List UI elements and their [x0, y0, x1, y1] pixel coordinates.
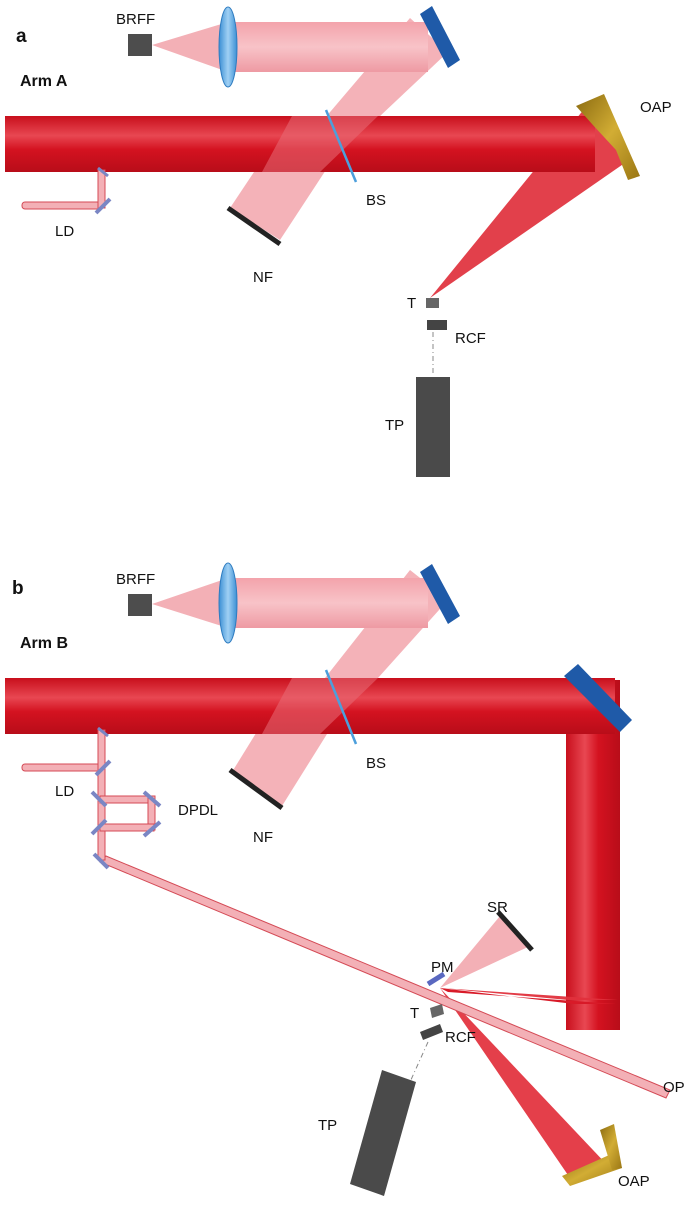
- dpdl-mirror-3: [142, 820, 162, 838]
- beam-splitter-a: [324, 109, 358, 183]
- brff-block-a: [128, 34, 152, 56]
- brff-block-b: [128, 594, 152, 616]
- panel-a-letter: a: [16, 26, 27, 47]
- ld-mirror-top-b: [97, 726, 109, 738]
- label-sr: SR: [487, 899, 508, 916]
- beam-splitter-b: [324, 669, 358, 745]
- label-bs-b: BS: [366, 755, 386, 772]
- label-bs-a: BS: [366, 192, 386, 209]
- collimated-beam-a: [228, 22, 428, 72]
- beam-overlap-a: [262, 116, 378, 172]
- label-brff-b: BRFF: [116, 571, 155, 588]
- ld-mirror-lower-a: [94, 197, 112, 215]
- label-nf-b: NF: [253, 829, 273, 846]
- dpdl-beam-bottom: [99, 823, 155, 832]
- ld-mirror-b: [94, 759, 112, 777]
- thomson-parabola-a: [416, 377, 450, 477]
- ld-beam-horizontal-a: [21, 201, 103, 210]
- focus-cone-brff-a: [152, 22, 228, 72]
- pm-cone-sr: [440, 916, 530, 988]
- rcf-b: [420, 1024, 443, 1040]
- panel-a-arm-label: Arm A: [20, 73, 68, 90]
- ld-mirror-upper-a: [97, 166, 109, 178]
- focused-beam-b: [440, 988, 610, 1178]
- beam-overlap-b: [262, 678, 378, 734]
- target-b: [430, 1004, 444, 1018]
- steering-mirror-a: [420, 6, 460, 68]
- focused-beam-b-cap: [440, 988, 618, 1000]
- panel-a: a Arm A BRFF BS NF OAP: [5, 6, 672, 477]
- notch-filter-b: [228, 767, 284, 811]
- label-t-a: T: [407, 295, 416, 312]
- lens-icon: [218, 6, 238, 88]
- steering-mirror-b-top: [420, 564, 460, 624]
- label-tp-b: TP: [318, 1117, 337, 1134]
- ld-beam-horizontal-b: [21, 763, 103, 772]
- oap-mirror-a: [576, 94, 640, 180]
- collimated-beam-b: [228, 578, 428, 628]
- target-a: [426, 298, 439, 308]
- label-oap-b: OAP: [618, 1173, 650, 1190]
- notch-filter-a: [226, 205, 282, 247]
- plasma-mirror-pm: [426, 971, 446, 987]
- main-beam-vertical-b: [566, 680, 620, 1030]
- label-op: OP: [663, 1079, 685, 1096]
- axis-line-b: [409, 1041, 429, 1083]
- label-pm: PM: [431, 959, 454, 976]
- label-rcf-a: RCF: [455, 330, 486, 347]
- label-oap-a: OAP: [640, 99, 672, 116]
- label-t-b: T: [410, 1005, 419, 1022]
- panel-b-arm-label: Arm B: [20, 635, 68, 652]
- dpdl-mirror-2: [142, 790, 162, 808]
- lens-icon: [218, 562, 238, 644]
- label-rcf-b: RCF: [445, 1029, 476, 1046]
- oap-mirror-b-base: [562, 1152, 622, 1186]
- rcf-a: [427, 320, 447, 330]
- label-dpdl: DPDL: [178, 802, 218, 819]
- dpdl-mirror-4: [90, 818, 108, 836]
- dpdl-mirror-1: [90, 790, 108, 808]
- ld-beam-vertical-b: [97, 729, 106, 861]
- panel-b: b Arm B BRFF BS NF SR: [5, 562, 685, 1196]
- label-tp-a: TP: [385, 417, 404, 434]
- panel-b-letter: b: [12, 578, 24, 599]
- label-nf-a: NF: [253, 269, 273, 286]
- label-ld-a: LD: [55, 223, 74, 240]
- probe-steer-mirror: [92, 852, 110, 870]
- oap-mirror-b-edge: [600, 1124, 622, 1170]
- dpdl-beam-top: [99, 795, 155, 804]
- focus-cone-brff-b: [152, 578, 228, 628]
- thomson-parabola-b: [350, 1070, 416, 1196]
- corner-mirror-b: [564, 664, 632, 732]
- label-ld-b: LD: [55, 783, 74, 800]
- label-brff-a: BRFF: [116, 11, 155, 28]
- screen-sr: [496, 910, 534, 952]
